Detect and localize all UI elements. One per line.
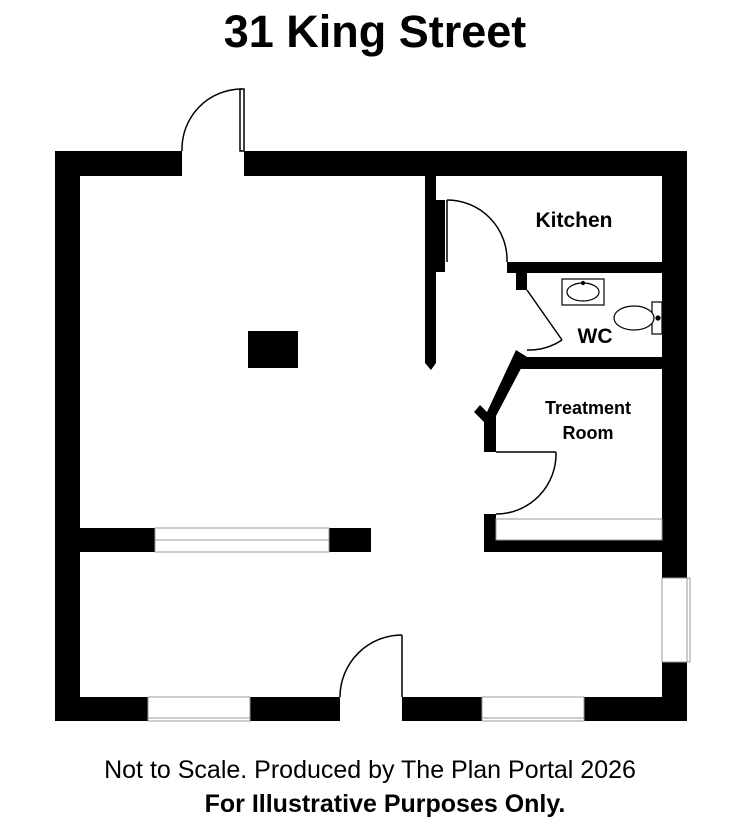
wall-bottom-1: [55, 697, 148, 721]
treatment-counter: [495, 518, 663, 541]
wall-mid-left: [80, 528, 155, 552]
wall-bottom-4: [584, 697, 687, 721]
wall-bottom-3: [402, 697, 482, 721]
wall-treatment-diagonal: [474, 350, 527, 452]
illustrative-notice: For Illustrative Purposes Only.: [204, 790, 566, 818]
window-bottom-left: [147, 696, 251, 722]
window-bottom-right: [481, 696, 585, 722]
wall-left: [55, 151, 80, 721]
disclaimer-text: Not to Scale. Produced by The Plan Porta…: [104, 756, 636, 784]
room-label-treatment-line2: Room: [563, 423, 614, 443]
wall-bottom-2: [250, 697, 340, 721]
wc-fixtures: [561, 278, 663, 335]
front-door: [181, 88, 245, 152]
doors: [181, 88, 563, 698]
window-right: [661, 577, 691, 663]
room-label-wc: WC: [578, 325, 613, 348]
room-label-kitchen: Kitchen: [535, 209, 612, 232]
wall-wc-treatment: [516, 357, 662, 369]
entrance-door: [339, 634, 403, 698]
wc-door-stub: [516, 273, 527, 290]
treatment-door: [495, 451, 557, 515]
windows: [147, 518, 691, 722]
kitchen-door: [446, 199, 508, 263]
wall-partition-tip: [425, 363, 436, 370]
wall-kitchen-wc: [507, 262, 662, 273]
wall-mid-right: [329, 528, 371, 552]
room-label-treatment: Treatment: [545, 398, 631, 418]
basin-icon: [561, 278, 605, 306]
wc-door: [526, 289, 563, 351]
wall-kitchen-partition: [425, 176, 436, 363]
page-title: 31 King Street: [223, 6, 527, 57]
wall-treatment-bottom: [484, 540, 662, 552]
toilet-icon: [613, 301, 663, 335]
wall-top-right: [244, 151, 687, 176]
outer-walls: [55, 151, 687, 721]
chimney-block: [248, 331, 298, 368]
interior-walls: [80, 176, 662, 552]
wall-right-upper: [662, 151, 687, 578]
kitchen-door-jamb: [436, 200, 445, 272]
